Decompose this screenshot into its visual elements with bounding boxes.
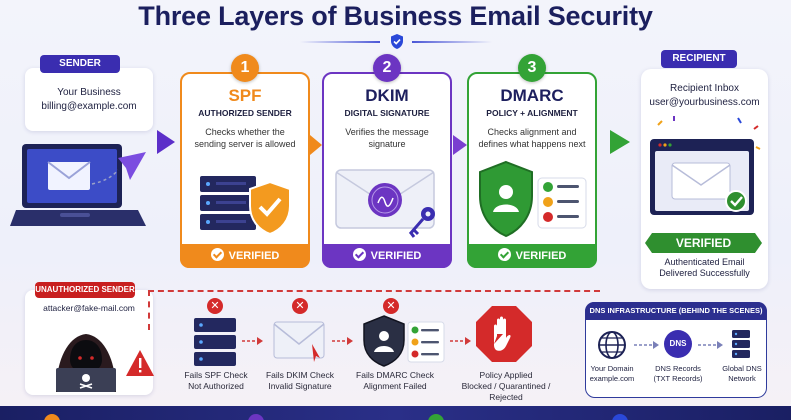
spf-layer-name: SPF [228, 86, 262, 105]
dns-network-line1: Global DNS [722, 364, 762, 373]
dmarc-status: VERIFIED [515, 250, 567, 262]
fail-x-icon: ✕ [207, 298, 223, 314]
dkim-verified-bar: VERIFIED [322, 244, 452, 268]
dns-records-line1: DNS Records [655, 364, 701, 373]
sender-card [25, 68, 153, 131]
arrow-right-icon [157, 130, 175, 154]
fail-dkim-line2: Invalid Signature [268, 381, 332, 391]
send-arrow-icon [91, 152, 146, 185]
recipient-email: user@yourbusiness.com [649, 97, 760, 108]
dashed-arrow-icon [450, 337, 471, 345]
check-icon [497, 248, 511, 261]
stop-hand-icon [476, 306, 532, 362]
recipient-note-line2: Delivered Successfully [659, 268, 750, 278]
dkim-layer-number: 2 [373, 54, 401, 82]
title-divider-right [412, 41, 492, 43]
fail-x-icon: ✕ [383, 298, 399, 314]
bottom-blue-dot [612, 414, 628, 420]
dns-records-line2: (TXT Records) [653, 374, 703, 383]
dashed-arrow-icon [698, 341, 723, 349]
fail-dkim-line1: Fails DKIM Check [265, 370, 334, 380]
spf-layer-card [180, 72, 310, 268]
fail-spf-line2: Not Authorized [188, 381, 244, 391]
dns-network-line2: Network [728, 374, 756, 383]
dmarc-layer-subtitle: POLICY + ALIGNMENT [486, 108, 578, 118]
arrow-right-icon [610, 130, 630, 154]
dashed-arrow-icon [332, 337, 353, 345]
failure-path-connector [148, 290, 150, 330]
dns-domain-line2: example.com [589, 374, 635, 383]
fail-spf-line1: Fails SPF Check [184, 370, 248, 380]
envelope-icon [273, 321, 325, 362]
arrow-right-icon [310, 135, 322, 155]
recipient-pill: RECIPIENT [661, 50, 737, 68]
fail-x-icon: ✕ [292, 298, 308, 314]
hacker-icon [56, 334, 154, 392]
inbox-monitor-icon [650, 116, 761, 215]
spf-status: VERIFIED [228, 250, 280, 262]
dmarc-layer-number: 3 [518, 54, 546, 82]
server-stack-icon [732, 330, 750, 358]
check-icon [210, 248, 224, 261]
bottom-purple-dot [248, 414, 264, 420]
check-icon [352, 248, 366, 261]
dkim-layer-subtitle: DIGITAL SIGNATURE [344, 108, 430, 118]
dmarc-layer-name: DMARC [500, 86, 564, 105]
laptop-icon [10, 144, 146, 226]
recipient-note-line1: Authenticated Email [664, 257, 745, 267]
sender-pill: SENDER [40, 55, 120, 73]
server-shield-icon [200, 176, 291, 236]
sender-name: Your Business [57, 87, 121, 98]
arrow-right-icon [453, 135, 467, 155]
dashed-arrow-icon [634, 341, 659, 349]
fail-dmarc-line1: Fails DMARC Check [356, 370, 434, 380]
recipient-verified-banner: VERIFIED [645, 233, 762, 253]
globe-icon [598, 331, 626, 359]
sender-email: billing@example.com [41, 101, 137, 112]
bottom-orange-dot [44, 414, 60, 420]
dashed-arrow-icon [242, 337, 263, 345]
dmarc-layer-description: Checks alignment and defines what happen… [478, 127, 586, 149]
recipient-title: Recipient Inbox [670, 83, 739, 94]
spf-layer-subtitle: AUTHORIZED SENDER [198, 108, 292, 118]
spf-layer-description: Checks whether the sending server is all… [194, 127, 296, 149]
dkim-layer-description: Verifies the message signature [345, 127, 429, 149]
dkim-status: VERIFIED [370, 250, 422, 262]
policy-line2: Blocked / Quarantined / Rejected [461, 381, 551, 402]
attacker-email: attacker@fake-mail.com [43, 303, 135, 313]
policy-line1: Policy Applied [479, 370, 533, 380]
server-icon [194, 318, 236, 366]
title-divider-left [300, 41, 380, 43]
spf-verified-bar: VERIFIED [180, 244, 310, 268]
dns-infrastructure-pill: DNS INFRASTRUCTURE (BEHIND THE SCENES) [585, 302, 767, 320]
policy-shield-icon [479, 160, 587, 238]
dkim-layer-name: DKIM [365, 86, 409, 105]
dns-badge: DNS [664, 330, 692, 358]
shield-checklist-icon [363, 315, 445, 367]
unauthorized-sender-pill: UNAUTHORIZED SENDER [35, 282, 135, 298]
dmarc-layer-card [467, 72, 597, 268]
signed-envelope-icon [335, 169, 435, 238]
bottom-band [0, 406, 791, 420]
fail-dmarc-line2: Alignment Failed [363, 381, 427, 391]
shield-icon [391, 34, 403, 49]
page-title: Three Layers of Business Email Security [138, 1, 653, 31]
spf-layer-number: 1 [231, 54, 259, 82]
bottom-green-dot [428, 414, 444, 420]
failure-path-line [148, 290, 600, 292]
dmarc-verified-bar: VERIFIED [467, 244, 597, 268]
dns-domain-line1: Your Domain [590, 364, 634, 373]
